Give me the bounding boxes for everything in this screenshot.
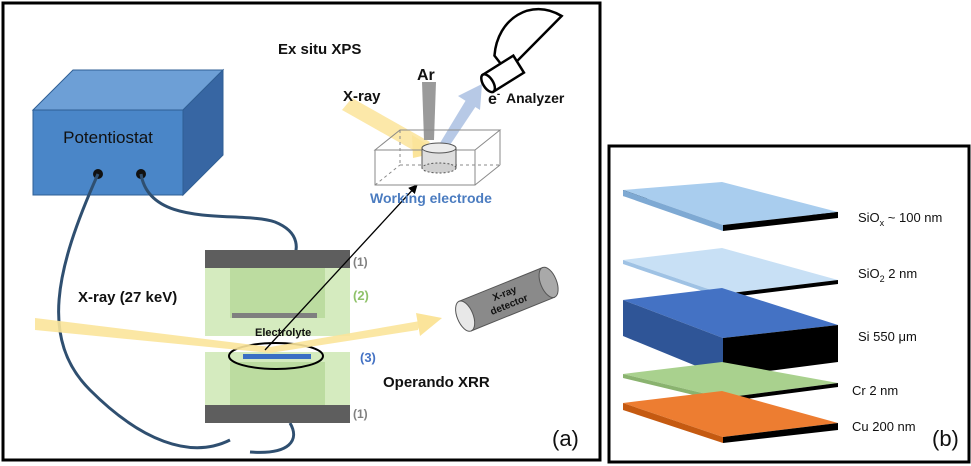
xray-detector: X-ray detector — [455, 266, 559, 332]
layer-siox — [623, 182, 838, 231]
electrochemical-cell — [205, 250, 350, 423]
layer-label-sio2: SiO2 2 nm — [858, 266, 917, 284]
electron-beam — [440, 100, 476, 148]
marker-1-top: (1) — [353, 255, 368, 269]
ar-label: Ar — [417, 67, 435, 84]
xray-beam-incoming — [35, 318, 270, 353]
potentiostat-label: Potentiostat — [63, 128, 153, 147]
ar-beam — [422, 82, 436, 140]
cell-plate-bottom — [205, 405, 350, 423]
xps-setup — [342, 7, 564, 186]
cable-left — [57, 173, 231, 450]
layer-label-cr: Cr 2 nm — [852, 383, 898, 398]
electron-label: e- — [488, 89, 500, 108]
panel-b: SiOx ~ 100 nm SiO2 2 nm Si 550 μm Cr 2 n… — [607, 144, 971, 464]
marker-1-bottom: (1) — [353, 407, 368, 421]
xps-sample-cylinder — [421, 142, 457, 174]
panel-a: Potentiostat X-ray detector — [1, 1, 602, 462]
layer-label-siox: SiOx ~ 100 nm — [858, 210, 942, 228]
electrode-highlight-ellipse — [228, 342, 324, 370]
xray-beam-reflected — [270, 321, 420, 353]
analyzer-label: Analyzer — [506, 90, 565, 106]
working-electrode-label: Working electrode — [370, 190, 492, 206]
cell-body-upper-inner — [230, 268, 325, 318]
xray-beam-label: X-ray (27 keV) — [78, 289, 177, 306]
layer-cu — [623, 391, 838, 443]
cable-right — [139, 173, 298, 266]
working-electrode-strip — [243, 354, 311, 359]
xray-xps-beam — [342, 98, 430, 154]
panel-b-label: (b) — [932, 426, 959, 451]
layer-si — [623, 288, 838, 377]
electrolyte-label: Electrolyte — [255, 327, 311, 339]
cable-bottom — [249, 422, 296, 454]
cell-plate-top — [205, 250, 350, 268]
xps-xray-label: X-ray — [343, 88, 381, 105]
layer-sio2 — [623, 248, 838, 298]
marker-2: (2) — [353, 288, 369, 303]
marker-3: (3) — [360, 350, 376, 365]
xps-title: Ex situ XPS — [278, 41, 361, 58]
layer-label-cu: Cu 200 nm — [852, 419, 916, 434]
layer-label-si: Si 550 μm — [858, 329, 917, 344]
operando-label: Operando XRR — [383, 374, 490, 391]
analyzer-icon — [480, 7, 564, 94]
electron-arrowhead — [458, 84, 482, 110]
xray-beam-arrowhead — [416, 313, 442, 336]
cell-window — [232, 313, 317, 318]
potentiostat-box — [31, 68, 225, 197]
panel-a-label: (a) — [552, 426, 579, 451]
transfer-arrow — [264, 184, 418, 351]
